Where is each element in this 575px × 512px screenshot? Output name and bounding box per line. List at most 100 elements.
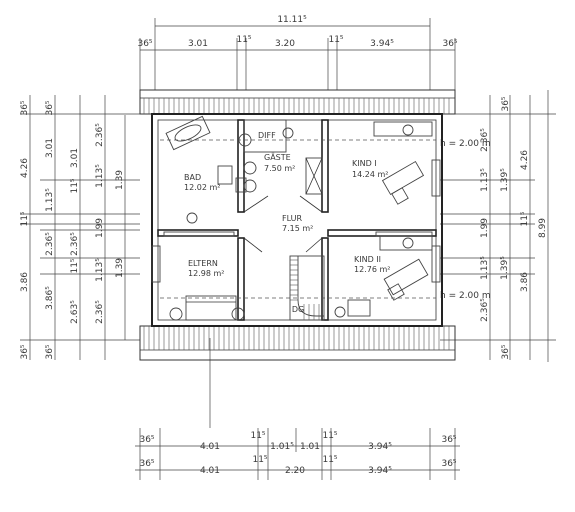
room-name-eltern: ELTERN	[188, 259, 218, 268]
right-dim-label: 4.26	[520, 150, 530, 170]
bottom-dim-label: 11⁵	[252, 455, 267, 465]
room-area-bad: 12.02 m²	[184, 183, 220, 192]
bottom-dim-label: 3.94⁵	[368, 442, 392, 452]
drain-fixture	[334, 306, 346, 318]
sink-kind-2	[402, 237, 414, 249]
left-dim-label: 2.36⁵	[45, 232, 55, 256]
room-labels: BAD 12.02 m² DIFF GÄSTE 7.50 m² KIND I 1…	[184, 131, 390, 278]
bottom-dim-label: 1.01⁵	[270, 442, 294, 452]
left-dim-label: 2.36⁵	[70, 232, 80, 256]
toilet-fixture	[238, 133, 252, 147]
top-dim-label: 36⁵	[442, 39, 457, 49]
right-dim-label: 1.99	[480, 218, 490, 238]
bottom-dim-label: 36⁵	[441, 435, 456, 445]
bottom-dim-label: 4.01	[200, 442, 220, 452]
bottom-dim-label: 2.20	[285, 466, 305, 476]
top-dim-label: 3.01	[188, 39, 208, 49]
left-dim-label: 3.86	[20, 272, 30, 292]
left-dim-label: 11⁵	[70, 258, 80, 273]
left-dim-label: 1.99	[95, 218, 105, 238]
left-dim-label: 3.01	[70, 148, 80, 168]
room-area-kind-1: 14.24 m²	[352, 170, 388, 179]
room-area-flur: 7.15 m²	[282, 224, 313, 233]
roof-eaves-top	[139, 89, 456, 115]
left-dim-label: 2.36⁵	[95, 300, 105, 324]
left-dim-label: 2.63⁵	[70, 300, 80, 324]
nightstand-fixture	[169, 307, 183, 321]
right-dim-label: 3.86	[520, 272, 530, 292]
top-dim-label: 11⁵	[328, 35, 343, 45]
furniture	[165, 115, 433, 321]
roof-slope-lines	[160, 139, 436, 299]
left-dim-label: 1.13⁵	[45, 188, 55, 212]
right-dim-label: 1.39⁵	[500, 256, 510, 280]
right-dim-label: 36⁵	[501, 344, 511, 359]
bottom-dim-label: 36⁵	[139, 459, 154, 469]
overall-depth-label: 8.99	[538, 218, 548, 238]
bed-eltern	[185, 295, 237, 321]
sink-kind-1	[402, 124, 414, 136]
left-dim-label: 1.13⁵	[95, 258, 105, 282]
room-name-flur: FLUR	[282, 214, 303, 223]
bottom-dim-label: 11⁵	[322, 455, 337, 465]
desk-kind-2	[383, 258, 429, 301]
left-dim-label: 3.86⁵	[45, 286, 55, 310]
shelf-kind-2	[347, 299, 371, 317]
left-dim-label: 4.26	[20, 158, 30, 178]
room-area-kind-2: 12.76 m²	[354, 265, 390, 274]
toilet-fixture	[243, 161, 257, 175]
room-name-diff: DIFF	[258, 131, 276, 140]
overall-width-label: 11.11⁵	[277, 15, 307, 25]
top-dim-label: 36⁵	[137, 39, 152, 49]
right-dim-label: 2.36⁵	[480, 128, 490, 152]
top-dim-label: 3.94⁵	[370, 39, 394, 49]
left-dim-label: 36⁵	[20, 100, 30, 115]
room-name-bad: BAD	[184, 173, 201, 182]
room-area-eltern: 12.98 m²	[188, 269, 224, 278]
washbasin-fixture	[235, 177, 247, 193]
room-name-kind-1: KIND I	[352, 159, 377, 168]
left-dim-label: 36⁵	[20, 344, 30, 359]
top-dimension-chain: 11.11⁵ 36⁵ 3.01 11⁵ 3.20 11⁵ 3.94⁵ 36⁵	[137, 15, 458, 90]
left-dim-label: 2.36⁵	[95, 123, 105, 147]
room-area-gaeste: 7.50 m²	[264, 164, 295, 173]
left-dim-label: 1.39	[115, 170, 125, 190]
nightstand-fixture	[231, 307, 245, 321]
room-name-gaeste: GÄSTE	[264, 152, 291, 162]
right-dim-label: 11⁵	[520, 211, 530, 226]
roof-eaves-bottom	[139, 325, 456, 361]
ceiling-height-label: h = 2.00 m	[440, 139, 491, 149]
bottom-dim-label: 36⁵	[139, 435, 154, 445]
stair-label: DG	[292, 305, 304, 314]
left-dim-label: 36⁵	[45, 100, 55, 115]
room-name-kind-2: KIND II	[354, 255, 381, 264]
drain-fixture	[282, 127, 294, 139]
building-walls	[151, 113, 443, 327]
left-dim-label: 1.39	[115, 258, 125, 278]
drain-fixture	[186, 212, 198, 224]
right-dim-label: 1.13⁵	[480, 168, 490, 192]
bottom-dim-label: 11⁵	[322, 431, 337, 441]
bottom-dim-label: 11⁵	[250, 431, 265, 441]
right-dim-label: 36⁵	[501, 96, 511, 111]
top-dim-label: 3.20	[275, 39, 295, 49]
left-dimension-chain: 36⁵ 4.26 11⁵ 3.86 36⁵ 36⁵ 3.01 1.13⁵ 2.3…	[20, 95, 140, 360]
right-dim-label: 1.39⁵	[500, 168, 510, 192]
washbasin-fixture	[217, 165, 233, 185]
right-dimension-chain: 36⁵ 2.36⁵ 1.13⁵ 1.99 1.13⁵ 2.36⁵ 36⁵ 4.2…	[440, 90, 556, 362]
left-dim-label: 1.13⁵	[95, 164, 105, 188]
bottom-dimension-chain: 36⁵ 4.01 11⁵ 1.01⁵ 1.01 11⁵ 3.94⁵ 36⁵ 36…	[135, 338, 460, 480]
left-dim-label: 36⁵	[45, 344, 55, 359]
top-dim-label: 11⁵	[236, 35, 251, 45]
left-dim-label: 3.01	[45, 138, 55, 158]
bottom-dim-label: 3.94⁵	[368, 466, 392, 476]
wardrobe-kind-2	[379, 235, 433, 251]
bathtub-fixture	[165, 115, 211, 151]
bottom-dim-label: 4.01	[200, 466, 220, 476]
right-dim-label: 1.13⁵	[480, 256, 490, 280]
bottom-dim-label: 1.01	[300, 442, 320, 452]
desk-kind-1	[381, 160, 425, 205]
bottom-dim-label: 36⁵	[441, 459, 456, 469]
wardrobe-kind-1	[373, 121, 433, 137]
